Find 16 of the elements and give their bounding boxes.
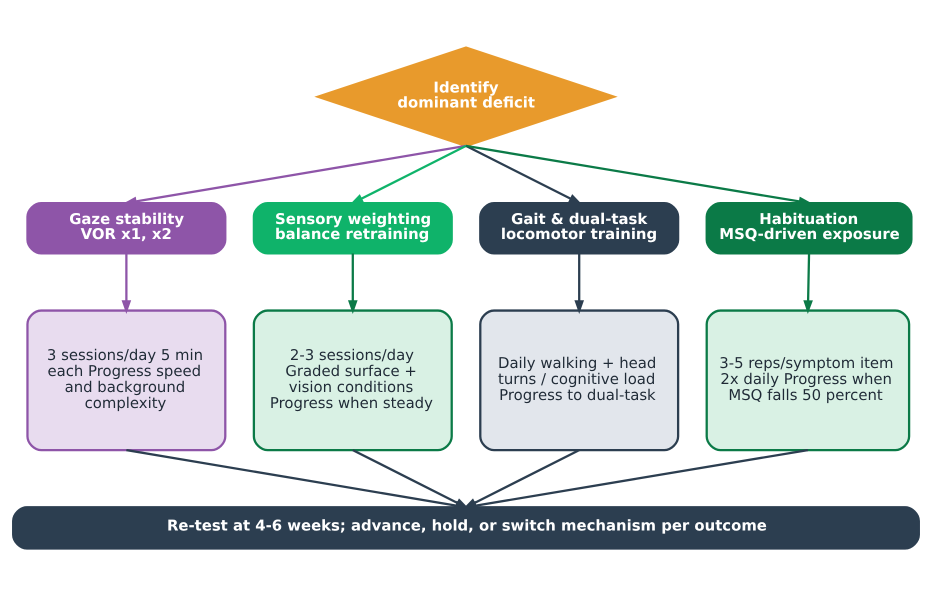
node-box: Gaze stability VOR x1, x2: [26, 202, 226, 255]
node-box: Re-test at 4-6 weeks; advance, hold, or switch mechanism per outcome: [12, 506, 920, 550]
node-box: Habituation MSQ-driven exposure: [706, 202, 913, 255]
node-box: Gait & dual-task locomotor training: [479, 202, 680, 255]
node-diamond: Identify dominant deficit: [314, 46, 618, 148]
arrow: [574, 253, 584, 314]
node-box: 3 sessions/day 5 min each Progress speed and background complexity: [26, 309, 226, 452]
node-box: 2-3 sessions/day Graded surface + vision conditions Progress when steady: [252, 309, 453, 452]
arrow: [465, 144, 582, 205]
arrow: [803, 253, 813, 314]
node-box: 3-5 reps/symptom item 2x daily Progress when MSQ falls 50 percent: [706, 309, 910, 452]
node-box: Sensory weighting balance retraining: [252, 202, 453, 255]
node-box: Daily walking + head turns / cognitive load Progress to dual-task: [479, 309, 680, 452]
arrow: [348, 253, 358, 314]
arrow: [122, 253, 132, 314]
arrow: [350, 144, 467, 205]
